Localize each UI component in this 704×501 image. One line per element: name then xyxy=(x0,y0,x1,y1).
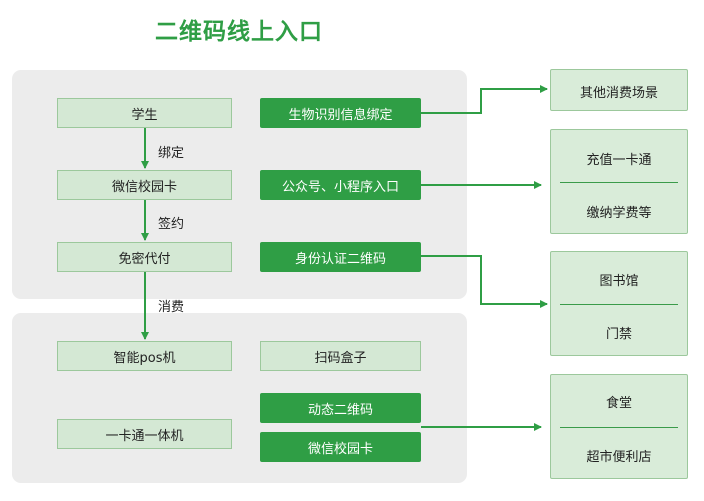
card-divider xyxy=(560,427,678,428)
node-wechat-card: 微信校园卡 xyxy=(57,170,232,200)
node-id-qr: 身份认证二维码 xyxy=(260,242,421,272)
card-item: 充值一卡通 xyxy=(586,153,652,168)
card-item: 食堂 xyxy=(605,396,632,411)
node-official-entry: 公众号、小程序入口 xyxy=(260,170,421,200)
page-title: 二维码线上入口 xyxy=(155,19,323,45)
node-all-in-one: 一卡通一体机 xyxy=(57,419,232,449)
card-divider xyxy=(560,182,678,183)
node-wechat-card-2: 微信校园卡 xyxy=(260,432,421,462)
card-other-scenes: 其他消费场景 xyxy=(550,69,688,111)
card-item: 缴纳学费等 xyxy=(586,206,652,221)
card-canteen: 食堂 超市便利店 xyxy=(550,374,688,479)
node-scan-box: 扫码盒子 xyxy=(260,341,421,371)
arrow-idqr-to-library xyxy=(421,255,548,308)
arrow-bio-to-scenes xyxy=(421,85,548,114)
card-item: 超市便利店 xyxy=(586,450,652,465)
node-student: 学生 xyxy=(57,98,232,128)
card-item: 其他消费场景 xyxy=(579,86,658,101)
card-library: 图书馆 门禁 xyxy=(550,251,688,356)
card-item: 门禁 xyxy=(605,327,632,342)
node-dynamic-qr: 动态二维码 xyxy=(260,393,421,423)
node-free-pay: 免密代付 xyxy=(57,242,232,272)
node-pos: 智能pos机 xyxy=(57,341,232,371)
node-bio-binding: 生物识别信息绑定 xyxy=(260,98,421,128)
edge-label-consume: 消费 xyxy=(158,300,185,315)
edge-label-sign: 签约 xyxy=(158,217,185,232)
card-recharge: 充值一卡通 缴纳学费等 xyxy=(550,129,688,234)
edge-label-bind: 绑定 xyxy=(158,146,185,161)
card-divider xyxy=(560,304,678,305)
card-item: 图书馆 xyxy=(599,274,639,289)
